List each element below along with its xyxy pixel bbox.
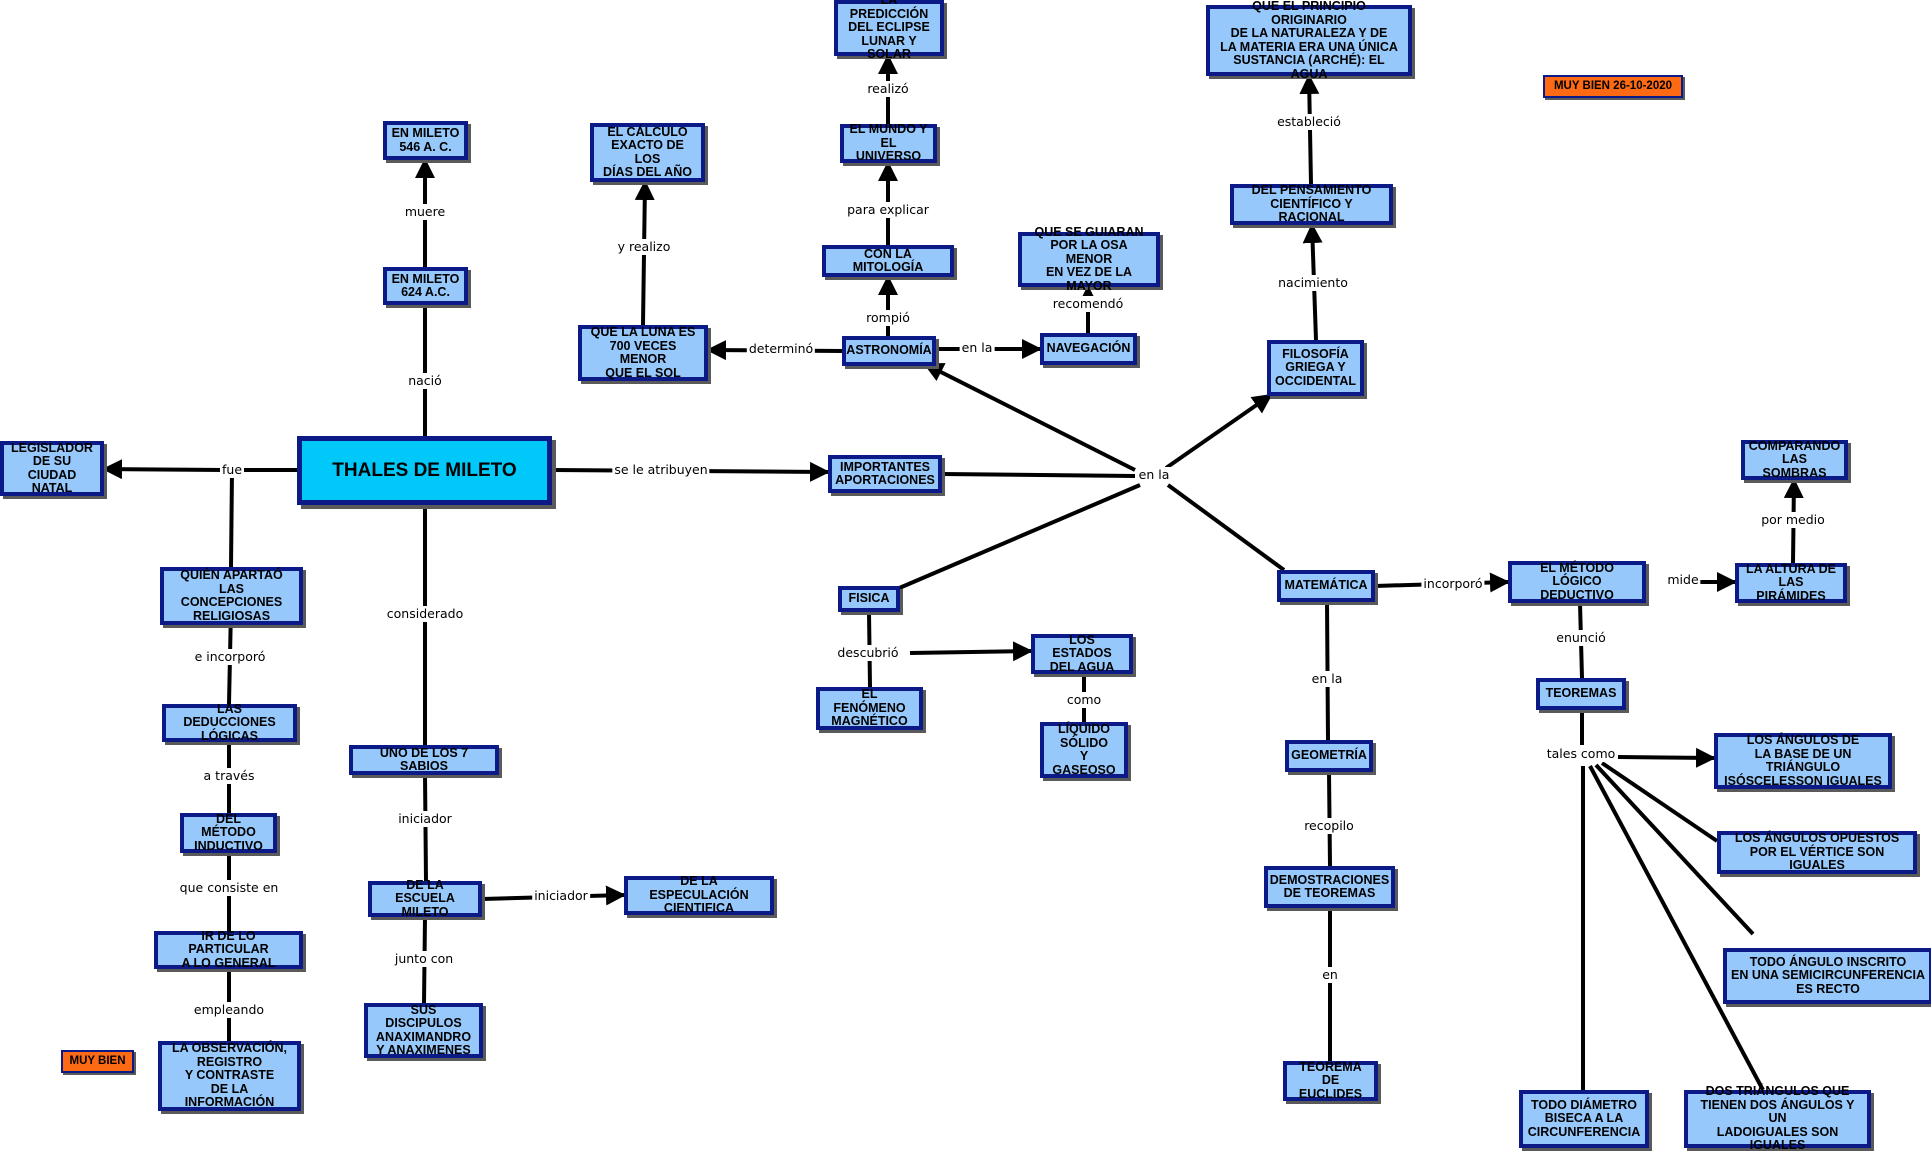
node-inscrito[interactable]: TODO ÁNGULO INSCRITO EN UNA SEMICIRCUNFE… [1723, 948, 1931, 1004]
link-label-muere: muere [402, 204, 448, 220]
link-label-en: en [1320, 967, 1340, 983]
node-calculo[interactable]: EL CÁLCULO EXACTO DE LOS DÍAS DEL AÑO [590, 123, 705, 182]
link-label-enuncio: enunció [1554, 630, 1608, 646]
node-demostraciones[interactable]: DEMOSTRACIONES DE TEOREMAS [1264, 866, 1395, 908]
link-label-recomendo: recomendó [1050, 296, 1126, 312]
node-principio[interactable]: QUE EL PRINCIPIO ORIGINARIO DE LA NATURA… [1206, 0, 1412, 80]
node-matematica[interactable]: MATEMÁTICA [1277, 570, 1375, 602]
link-label-y-realizo: y realizo [615, 239, 673, 255]
link-label-en-la-navegacion: en la [959, 340, 995, 356]
line-talescomo-inscrito [1594, 763, 1755, 936]
link-label-junto-con: junto con [392, 951, 456, 967]
node-isosceles[interactable]: LOS ÁNGULOS DE LA BASE DE UN TRIÁNGULO I… [1714, 733, 1892, 789]
node-eclipse[interactable]: LA PREDICCIÓN DEL ECLIPSE LUNAR Y SOLAR [834, 0, 944, 61]
node-altura[interactable]: LA ALTURA DE LAS PIRÁMIDES [1735, 562, 1847, 603]
link-label-nacio: nació [406, 373, 444, 389]
node-luna[interactable]: QUE LA LUNA ES 700 VECES MENOR QUE EL SO… [578, 325, 708, 381]
grade-badge: MUY BIEN [61, 1050, 134, 1073]
grade-badge-dated: MUY BIEN 26-10-2020 [1543, 75, 1683, 98]
node-opuestos[interactable]: LOS ÁNGULOS OPUESTOS POR EL VÉRTICE SON … [1717, 831, 1917, 874]
line-hub-matematica [1166, 483, 1286, 572]
node-especulacion[interactable]: DE LA ESPECULACIÓN CIENTIFICA [624, 875, 774, 915]
node-navegacion[interactable]: NAVEGACIÓN [1040, 333, 1137, 365]
node-diametro[interactable]: TODO DIÁMETRO BISECA A LA CIRCUNFERENCIA [1519, 1090, 1649, 1148]
link-label-determino: determinó [746, 341, 816, 357]
link-label-incorporo: incorporó [1421, 576, 1485, 592]
node-sombras[interactable]: COMPARANDO LAS SOMBRAS [1741, 439, 1848, 480]
node-escuela[interactable]: DE LA ESCUELA MILETO [368, 878, 482, 919]
line-talescomo-opuestos [1600, 761, 1719, 843]
line-aportaciones-hub [941, 472, 1136, 478]
link-label-descubrio: descubrió [835, 645, 901, 661]
node-osa[interactable]: QUE SE GUIARAN POR LA OSA MENOR EN VEZ D… [1018, 225, 1160, 293]
node-astronomia[interactable]: ASTRONOMÍA [842, 336, 936, 366]
node-liquido[interactable]: LÍQUIDO SÓLIDO Y GASEOSO [1040, 722, 1128, 778]
link-label-empleando: empleando [191, 1002, 267, 1018]
node-fisica[interactable]: FISICA [838, 586, 900, 612]
line-sabios-escuela [423, 774, 428, 882]
node-triangulos[interactable]: DOS TRIÁNGULOS QUE TIENEN DOS ÁNGULOS Y … [1684, 1085, 1871, 1152]
link-label-tales-como: tales como [1544, 746, 1618, 762]
link-label-establecio: estableció [1275, 114, 1343, 130]
node-mitologia[interactable]: CON LA MITOLOGÍA [822, 245, 954, 277]
node-inductivo[interactable]: DEL MÉTODO INDUCTIVO [180, 812, 277, 853]
node-magnetico[interactable]: EL FENÓMENO MAGNÉTICO [816, 687, 923, 730]
node-sabios[interactable]: UNO DE LOS 7 SABIOS [349, 745, 499, 775]
link-label-mide: mide [1665, 572, 1701, 588]
link-label-iniciador-sabios: iniciador [396, 811, 454, 827]
link-label-rompio: rompió [864, 310, 912, 326]
link-label-considerado: considerado [384, 606, 466, 622]
link-label-por-medio: por medio [1759, 512, 1827, 528]
link-label-realizo: realizó [865, 81, 911, 97]
link-label-se-le-atribuyen: se le atribuyen [612, 462, 710, 478]
link-label-para-explicar: para explicar [845, 202, 931, 218]
node-euclides[interactable]: TEOREMA DE EUCLIDES [1283, 1060, 1378, 1101]
line-hub-astronomia [923, 362, 1136, 472]
link-label-que-consiste-en: que consiste en [177, 880, 281, 896]
line-hub-filosofia [1164, 393, 1273, 470]
line-hub-fisica [896, 483, 1141, 591]
node-particular[interactable]: IR DE LO PARTICULAR A LO GENERAL [154, 929, 303, 970]
node-apartao[interactable]: QUIÉN APARTAÓ LAS CONCEPCIONES RELIGIOSA… [160, 567, 303, 625]
node-aportaciones[interactable]: IMPORTANTES APORTACIONES [828, 455, 942, 493]
link-label-iniciador-escuela: iniciador [532, 888, 590, 904]
node-mundo[interactable]: EL MUNDO Y EL UNIVERSO [840, 123, 937, 163]
link-label-recopilo: recopilo [1302, 818, 1356, 834]
line-talescomo-isosceles [1617, 747, 1716, 768]
node-observacion[interactable]: LA OBSERVACIÓN, REGISTRO Y CONTRASTE DE … [158, 1041, 301, 1111]
node-pensamiento[interactable]: DEL PENSAMIENTO CIENTÍFICO Y RACIONAL [1230, 184, 1393, 225]
node-legislador[interactable]: LEGISLADOR DE SU CIUDAD NATAL [0, 441, 104, 496]
node-mileto-624[interactable]: EN MILETO 624 A.C. [383, 267, 468, 305]
link-label-en-la-geometria: en la [1309, 671, 1345, 687]
link-label-e-incorporo: e incorporó [192, 649, 268, 665]
link-label-como: como [1064, 692, 1104, 708]
line-fue-legislador [102, 459, 225, 480]
main-topic-node[interactable]: THALES DE MILETO [297, 436, 552, 505]
line-talescomo-triangulos [1588, 765, 1765, 1091]
node-discipulos[interactable]: SUS DISCIPULOS ANAXIMANDRO Y ANAXIMENES [364, 1003, 483, 1058]
line-descubrio-estados [909, 641, 1033, 662]
node-teoremas[interactable]: TEOREMAS [1536, 678, 1626, 710]
node-deducciones[interactable]: LAS DEDUCCIONES LÓGICAS [162, 702, 297, 743]
link-label-nacimiento: nacimiento [1276, 275, 1350, 291]
node-deductivo[interactable]: EL MÉTODO LÓGICO DEDUCTIVO [1508, 561, 1646, 603]
node-geometria[interactable]: GEOMETRÍA [1285, 740, 1373, 772]
line-fue-apartao [229, 469, 234, 568]
node-filosofia[interactable]: FILOSOFÍA GRIEGA Y OCCIDENTAL [1267, 340, 1364, 396]
node-mileto-546[interactable]: EN MILETO 546 A. C. [383, 121, 468, 160]
link-label-fue: fue [219, 462, 245, 478]
link-label-en-la-hub: en la [1136, 467, 1172, 483]
link-label-a-traves: a través [201, 768, 257, 784]
line-pensamiento-principio [1299, 74, 1320, 185]
node-estados[interactable]: LOS ESTADOS DEL AGUA [1031, 633, 1133, 674]
